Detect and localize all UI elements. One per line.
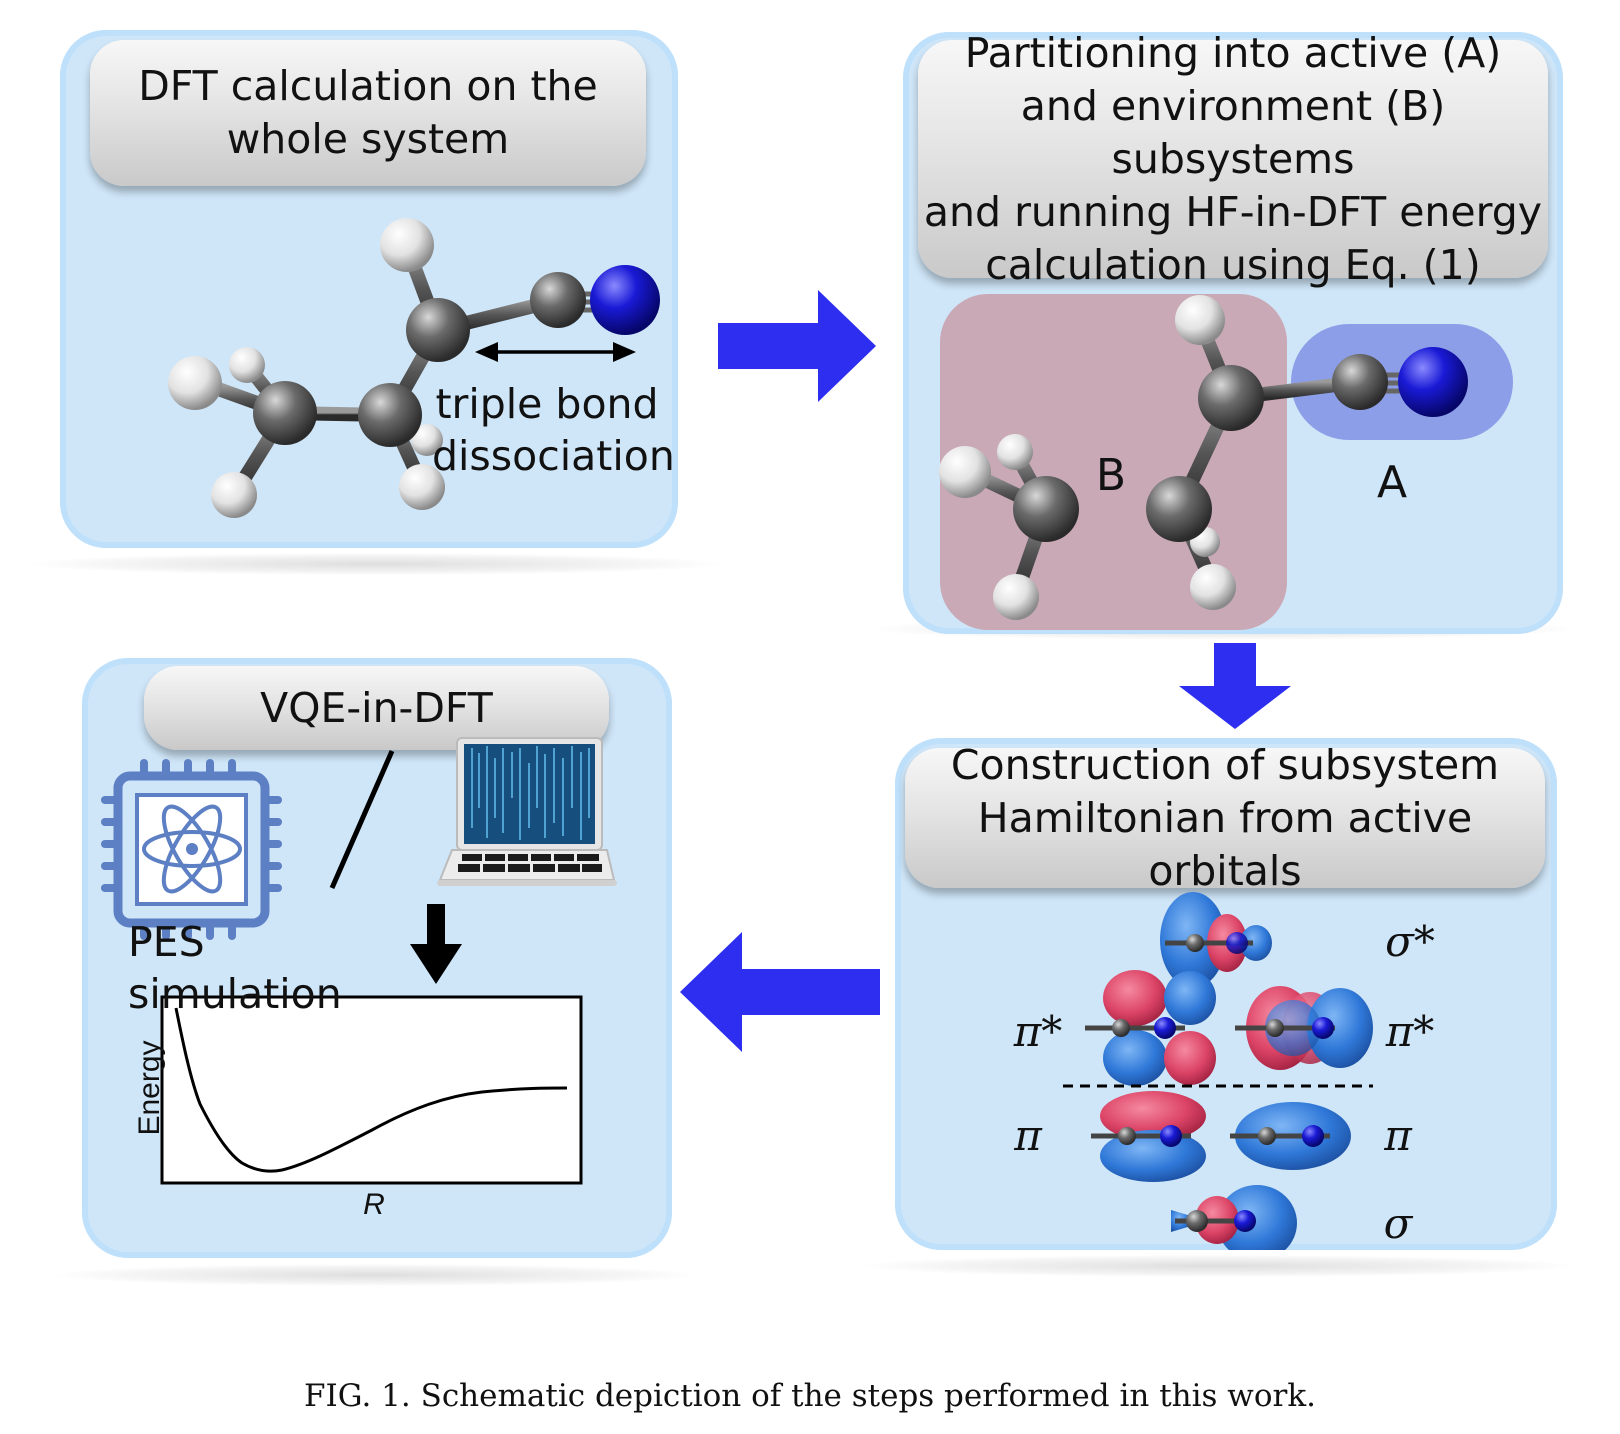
pes-ylabel: Energy [133,1040,166,1136]
figure-caption: FIG. 1. Schematic depiction of the steps… [304,1378,1316,1414]
orbital-diagram [1063,892,1373,1250]
label-pi-right: π [1384,1111,1412,1160]
carbon-atom [530,272,586,328]
carbon-atom [1332,354,1388,410]
carbon-atom [406,298,470,362]
pes-xlabel: R [363,1188,385,1221]
flow-arrow-right [718,290,876,402]
panel-shadow [55,1264,695,1286]
nitrogen-atom [1398,347,1468,417]
label-pi-star-right: π* [1385,1007,1435,1056]
flow-arrow-down [1179,643,1291,729]
carbon-atom [1198,365,1264,431]
panel-shadow [30,553,720,575]
carbon-atom [358,383,422,447]
carbon-atom [1013,476,1079,542]
dft-title-line2: whole system [226,115,510,163]
partition-panel: Partitioning into active (A) and environ… [903,29,1563,634]
orbital-sigma-star [1160,892,1272,988]
hydrogen-atom [1190,564,1236,610]
dft-title-line1: DFT calculation on the [138,62,598,110]
hydrogen-atom [380,218,434,272]
vqe-illustration [101,737,617,1185]
hamiltonian-panel: Construction of subsystem Hamiltonian fr… [895,738,1557,1250]
region-b-label: B [1095,450,1127,501]
orbital-pi-right [1230,1102,1351,1170]
hamiltonian-title: Construction of subsystem Hamiltonian fr… [905,741,1545,895]
hydrogen-atom [168,356,222,410]
nitrogen-atom [590,265,660,335]
hamiltonian-title-line2: Hamiltonian from active orbitals [977,793,1473,895]
orbital-sigma [1171,1185,1297,1250]
hydrogen-atom [997,434,1033,470]
panel-shadow [862,1255,1572,1277]
dft-panel: DFT calculation on the whole system trip [60,30,678,548]
hydrogen-atom [993,574,1039,620]
partitioned-molecule [939,294,1513,630]
arrow-right-head [613,342,636,362]
label-sigma-star: σ* [1385,917,1435,966]
hydrogen-atom [399,464,445,510]
orbital-pi-left [1091,1091,1206,1182]
arrow-left-head [475,342,498,362]
label-sigma: σ [1383,1199,1413,1248]
bond-label-line1: triple bond [435,380,659,428]
vqe-title: VQE-in-DFT [144,666,609,750]
bond-label-line2: dissociation [432,432,675,480]
carbon-atom [253,381,317,445]
or-slash [329,749,395,890]
orbital-pi-star-left [1085,970,1216,1086]
flow-arrow-left [680,932,880,1052]
vqe-panel: VQE-in-DFT [82,658,672,1258]
laptop-icon [437,737,617,886]
orbital-pi-star-right [1235,986,1373,1070]
down-arrow-icon [410,904,462,984]
hamiltonian-title-line1: Construction of subsystem [950,740,1500,789]
label-pi-star-left: π* [1013,1007,1063,1056]
bond-label: triple bond dissociation [432,378,675,482]
partition-title-line: Partitioning into active (A) [964,28,1502,77]
hydrogen-atom [939,446,991,498]
hydrogen-atom [211,472,257,518]
partition-title-line: and running HF-in-DFT energy [923,187,1543,236]
label-pi-left: π [1014,1111,1042,1160]
pes-label: PES simulation [128,918,342,1018]
vqe-title-text: VQE-in-DFT [260,683,493,732]
propionitrile-molecule [168,218,660,518]
hydrogen-atom [411,424,443,456]
hydrogen-atom [229,347,265,383]
partition-title: Partitioning into active (A) and environ… [918,29,1548,289]
partition-title-line: and environment (B) subsystems [1020,81,1446,183]
pes-curve [174,1007,568,1173]
quantum-chip-icon [101,759,282,940]
hydrogen-atom [1175,295,1225,345]
partition-title-line: calculation using Eq. (1) [985,240,1481,289]
region-a-label: A [1376,457,1408,508]
carbon-atom [1146,476,1212,542]
dft-title: DFT calculation on the whole system [90,40,646,186]
